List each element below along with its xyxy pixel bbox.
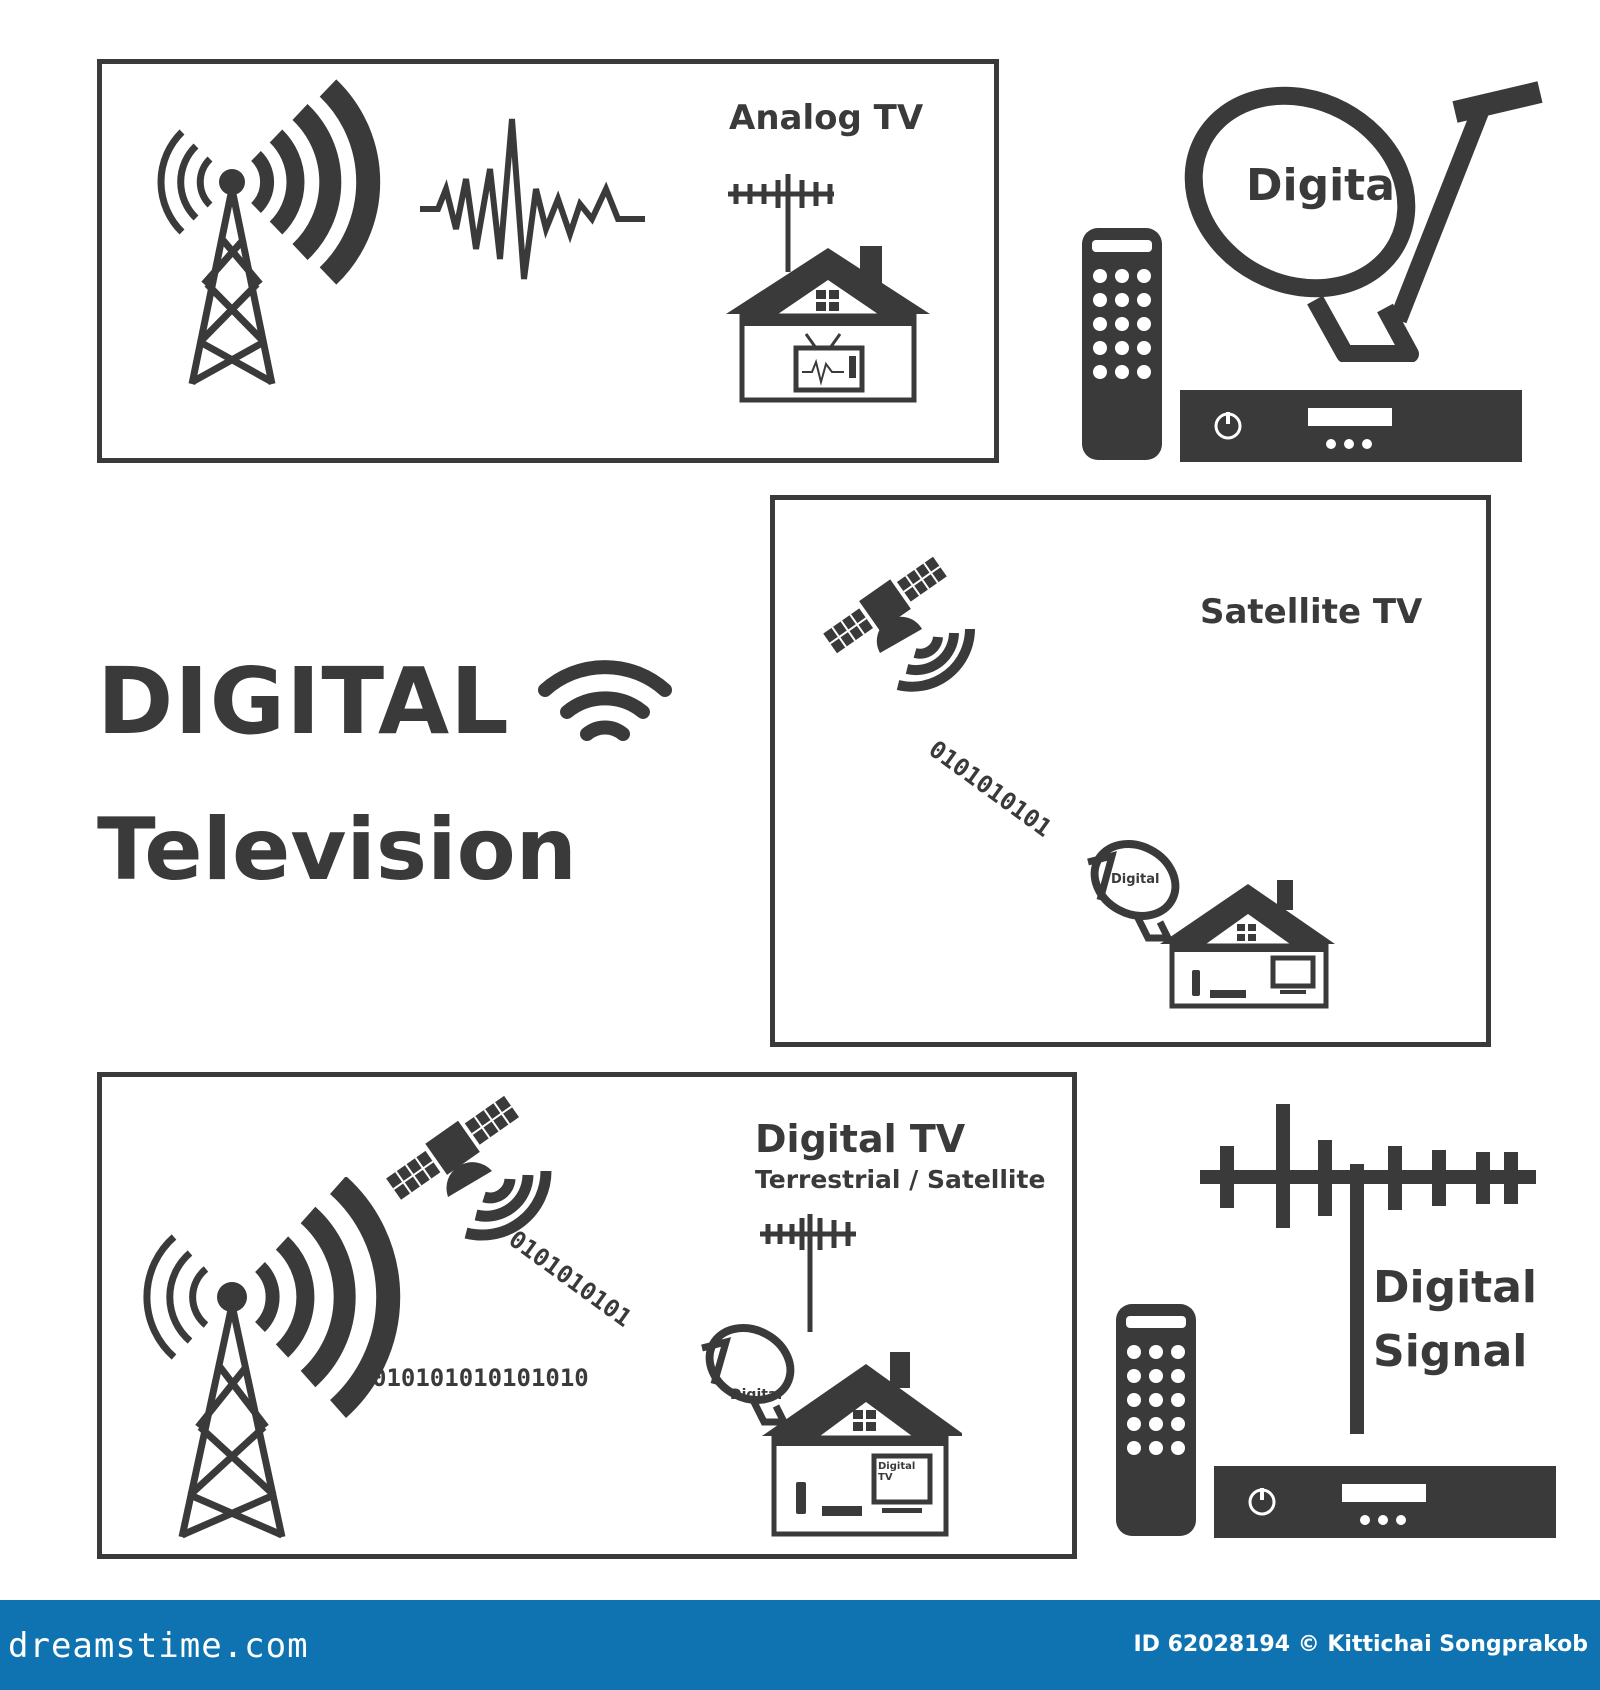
satellite-house-icon <box>1087 840 1335 1009</box>
digital-tv-screen-label: Digital TV <box>878 1461 916 1483</box>
remote-icon <box>1116 1304 1196 1536</box>
dish-icon <box>1184 81 1543 362</box>
receiver-icon <box>1180 390 1522 462</box>
digital-tv-subtitle: Terrestrial / Satellite <box>755 1165 1046 1194</box>
digital-tv-dish-label: Digital <box>730 1387 783 1403</box>
antenna-house-icon <box>726 174 930 403</box>
digital-tv-panel: Digital TV Terrestrial / Satellite <box>97 1072 1077 1559</box>
footer-bar: dreamstime.com ID 62028194 © Kittichai S… <box>0 1600 1600 1690</box>
satellite-bits: 0101010101 <box>923 735 1057 843</box>
satellite-icon <box>823 556 975 692</box>
analog-tv-panel: Analog TV <box>97 59 999 463</box>
satellite-tv-panel: Satellite TV 0101010101 Digital <box>770 495 1491 1047</box>
wifi-icon <box>538 660 672 741</box>
headline-digital: DIGITAL <box>97 648 510 755</box>
satellite-tv-title: Satellite TV <box>1200 592 1423 632</box>
signal-label-line1: Digital <box>1373 1262 1537 1313</box>
antenna-icon <box>1200 1104 1536 1434</box>
signal-label-line2: Signal <box>1373 1326 1528 1377</box>
digital-tv-title: Digital TV <box>755 1117 966 1161</box>
satellite-icon <box>386 1095 552 1241</box>
footer-credit: ID 62028194 © Kittichai Songprakob <box>1133 1632 1588 1657</box>
analog-tv-title: Analog TV <box>729 98 924 138</box>
digital-tv-bits-horizontal: 010101010101010 <box>372 1364 589 1392</box>
footer-brand[interactable]: dreamstime.com <box>8 1626 309 1666</box>
remote-icon <box>1082 228 1162 460</box>
satellite-dish-label: Digital <box>1111 872 1160 887</box>
tower-icon <box>157 79 381 386</box>
headline-television: Television <box>97 800 577 900</box>
antenna-dish-house-icon <box>701 1214 962 1537</box>
tower-icon <box>143 1177 401 1539</box>
analog-wave-icon <box>420 118 645 280</box>
receiver-icon <box>1214 1466 1556 1538</box>
dish-label: Digital <box>1246 160 1410 211</box>
